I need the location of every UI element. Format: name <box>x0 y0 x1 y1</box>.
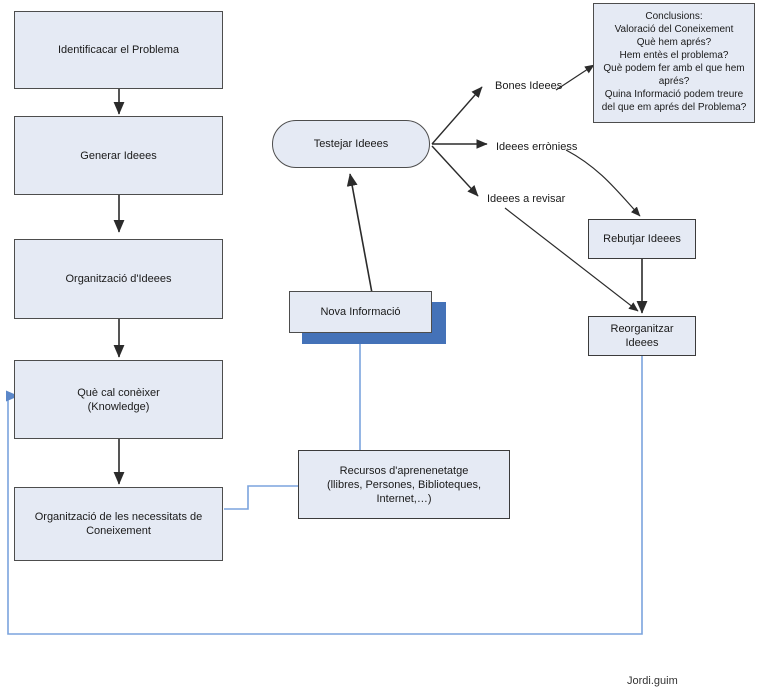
arrow-erronies-to-rebutjar <box>565 149 641 217</box>
edge-label-bones-idees: Bones Ideees <box>495 80 562 93</box>
conclusions-line-3: Què hem aprés? <box>636 37 712 48</box>
conclusions-line-4: Hem entès el problema? <box>619 50 729 61</box>
node-label: Testejar Ideees <box>313 138 389 150</box>
node-organitzacio-idees[interactable]: Organització d'Ideees <box>14 239 223 319</box>
node-label-line1: Què cal conèixer <box>77 386 160 399</box>
node-label-line2: Coneixement <box>86 525 151 537</box>
node-nova-informacio[interactable]: Nova Informació <box>289 291 432 333</box>
connector-recursos-to-novainfo <box>359 326 366 470</box>
signature-text: Jordi.guim <box>627 675 678 687</box>
connector-necessitats-to-recursos <box>224 485 299 510</box>
author-signature: Jordi.guim <box>627 675 678 687</box>
node-organitzacio-necessitats-coneixement[interactable]: Organització de les necessitats de Conei… <box>14 487 223 561</box>
node-label-line2: (llibres, Persones, Biblioteques, <box>326 478 482 491</box>
edge-label-text: Ideees a revisar <box>487 193 566 205</box>
node-conclusions[interactable]: Conclusions: Valoració del Coneixement Q… <box>593 3 755 123</box>
node-generar-idees[interactable]: Generar Ideees <box>14 116 223 195</box>
conclusions-line-5: Què podem fer amb el que hem <box>603 63 745 74</box>
node-label: Rebutjar Ideees <box>603 233 681 245</box>
node-label-line2: (Knowledge) <box>87 400 150 413</box>
arrow-novainfo-to-testejar <box>346 173 373 294</box>
conclusions-line-1: Conclusions: <box>645 11 703 22</box>
node-label-line1: Organització de les necessitats de <box>34 511 203 523</box>
node-label-line3: Internet,…) <box>376 492 432 505</box>
node-label: Nova Informació <box>320 306 401 318</box>
node-rebutjar-idees[interactable]: Rebutjar Ideees <box>588 219 696 259</box>
conclusions-line-2: Valoració del Coneixement <box>614 24 734 35</box>
arrow-testejar-to-bones <box>431 86 483 145</box>
arrow-testejar-to-revisar <box>431 145 479 197</box>
edge-label-idees-erronies: Ideees erròniess <box>496 141 577 154</box>
node-label: Organització d'Ideees <box>65 273 172 285</box>
node-label: Identificacar el Problema <box>57 44 180 56</box>
edge-label-text: Bones Ideees <box>495 80 563 92</box>
node-label: Reorganitzar Ideees <box>610 323 674 349</box>
edge-label-idees-a-revisar: Ideees a revisar <box>487 193 565 206</box>
node-reorganitzar-idees[interactable]: Reorganitzar Ideees <box>588 316 696 356</box>
node-label: Generar Ideees <box>80 149 157 162</box>
node-que-cal-coneixer[interactable]: Què cal conèixer (Knowledge) <box>14 360 223 439</box>
node-identificar-el-problema[interactable]: Identificacar el Problema <box>14 11 223 89</box>
conclusions-line-6: aprés? <box>658 76 690 87</box>
node-recursos-aprenentatge[interactable]: Recursos d'aprenenetatge (llibres, Perso… <box>298 450 510 519</box>
node-testejar-idees[interactable]: Testejar Ideees <box>272 120 430 168</box>
edge-label-text: Ideees erròniess <box>496 141 578 153</box>
conclusions-line-8: del que em aprés del Problema? <box>601 102 747 113</box>
conclusions-line-7: Quina Informació podem treure <box>604 89 744 100</box>
node-label-line1: Recursos d'aprenenetatge <box>339 464 469 477</box>
